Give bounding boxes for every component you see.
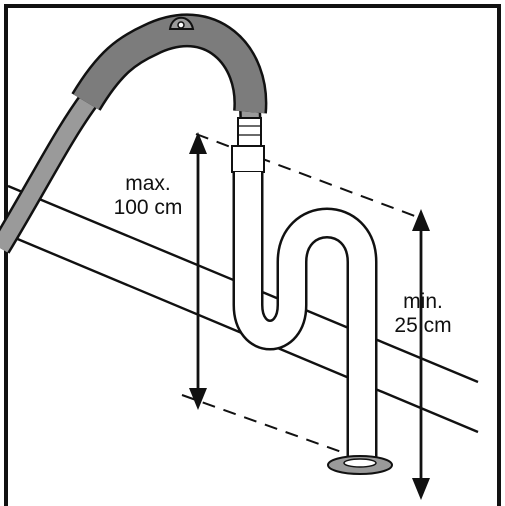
max-height-arrow (189, 132, 207, 410)
min-label-line-1: min. (403, 290, 443, 313)
dashed-top-reference (195, 133, 421, 219)
max-label-line-1: max. (125, 172, 171, 195)
s-trap-pipe (232, 172, 378, 458)
min-height-arrow (412, 209, 430, 500)
hose-hook-hole (177, 21, 185, 29)
diagram-frame (4, 4, 501, 506)
max-height-label: max. 100 cm (96, 172, 200, 220)
pipe-coupler (231, 145, 265, 173)
min-height-label: min. 25 cm (381, 290, 465, 338)
hose-end-fitting (237, 117, 262, 149)
max-label-line-2: 100 cm (113, 196, 183, 219)
dashed-bottom-reference (181, 394, 351, 456)
drain-hose (0, 13, 268, 254)
min-label-line-2: 25 cm (394, 314, 452, 337)
floor-drain-hole (343, 458, 377, 468)
